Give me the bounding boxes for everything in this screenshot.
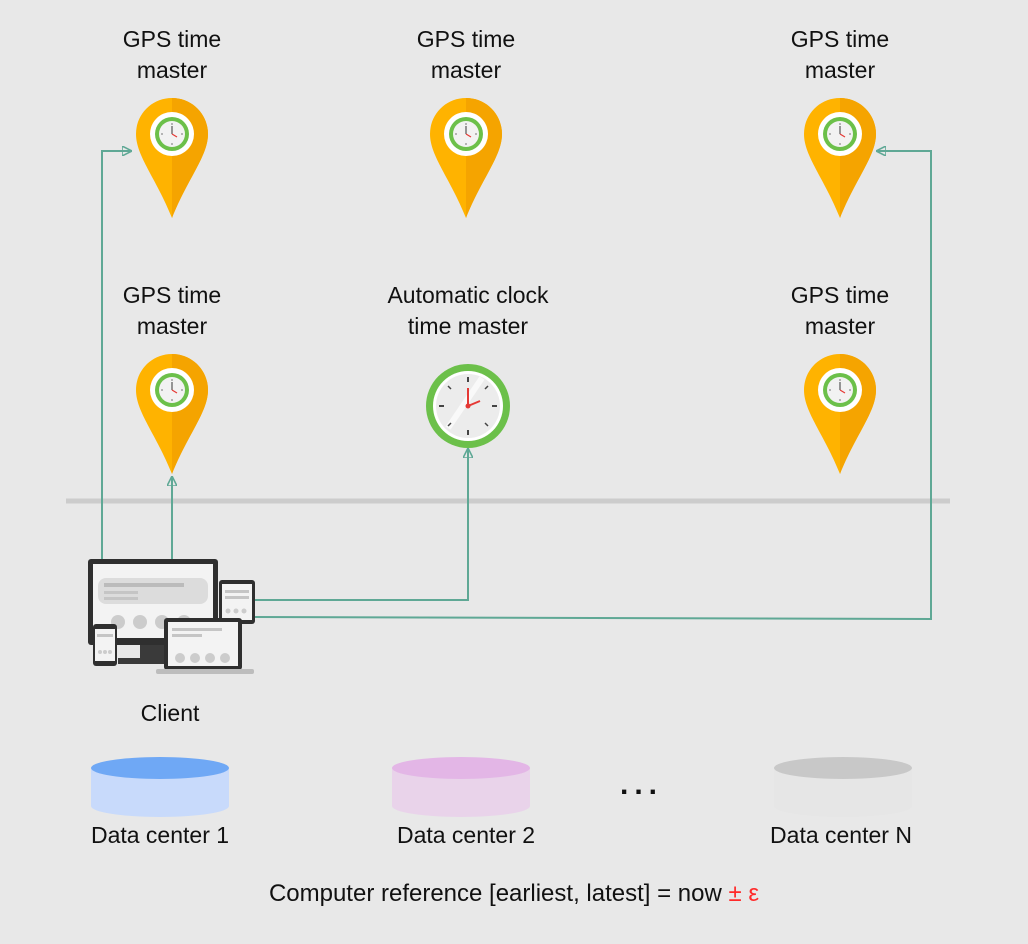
data-center-2-icon	[392, 757, 530, 817]
gps-pin-icon	[803, 97, 877, 219]
data-center-n-icon	[774, 757, 912, 817]
data-center-1-icon	[91, 757, 229, 817]
arrow-to-gps-top-left	[101, 151, 130, 560]
arrow-to-gps-top-right	[244, 151, 932, 621]
footer-text: Computer reference [earliest, latest] = …	[268, 880, 722, 907]
data-center-label: Data center 2	[396, 822, 536, 848]
master-label: Automatic clock time master	[387, 282, 549, 339]
footer-caption: Computer reference [earliest, latest] = …	[0, 878, 1028, 910]
gps-pin-icon	[135, 353, 209, 475]
master-label: GPS time master	[122, 282, 222, 339]
master-label: GPS time master	[790, 282, 890, 339]
master-label: GPS time master	[790, 26, 890, 83]
ellipsis: ...	[620, 768, 664, 801]
atomic-clock-icon	[426, 364, 510, 448]
data-center-label: Data center N	[770, 822, 912, 848]
gps-pin-icon	[803, 353, 877, 475]
arrow-to-atomic-clock	[255, 450, 468, 601]
devices-icon	[88, 559, 255, 674]
client-label: Client	[140, 700, 200, 726]
master-label: GPS time master	[416, 26, 516, 83]
master-label: GPS time master	[122, 26, 222, 83]
data-center-label: Data center 1	[90, 822, 230, 848]
gps-pin-icon	[429, 97, 503, 219]
footer-accent: ± ε	[728, 880, 760, 907]
gps-pin-icon	[135, 97, 209, 219]
